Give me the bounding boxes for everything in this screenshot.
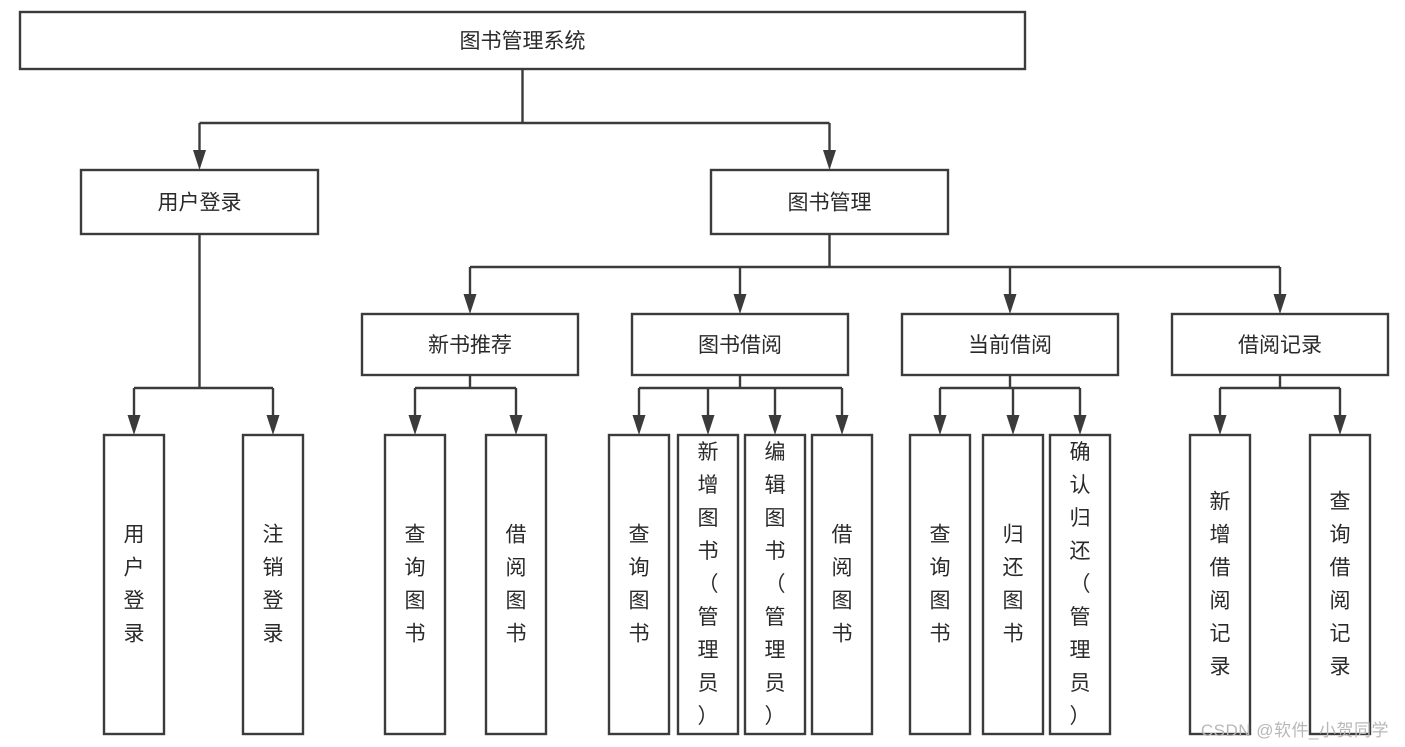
arrow-head-icon [1333, 415, 1347, 435]
node-root[interactable]: 图书管理系统 [18, 10, 1027, 71]
connector-layer [127, 69, 1347, 435]
node-box-leaf-query-book-2 [607, 433, 671, 736]
node-box-new-book-recommend [360, 312, 580, 377]
node-label-leaf-query-book-3: 查询图书 [930, 524, 951, 646]
node-box-borrow-record [1170, 312, 1390, 377]
arrow-head-icon [1213, 415, 1227, 435]
arrow-head-icon [733, 294, 747, 314]
node-label-leaf-borrow-book-1: 借阅图书 [506, 524, 527, 646]
node-label-leaf-add-book: 新增图书（管理员） [698, 441, 719, 728]
edge-group-book-borrow [632, 375, 849, 435]
node-leaf-confirm-return[interactable]: 确认归还（管理员） [1048, 433, 1112, 736]
arrow-head-icon [266, 415, 280, 435]
node-box-leaf-add-book [676, 433, 740, 736]
node-box-book-borrow [630, 312, 850, 377]
node-current-borrow[interactable]: 当前借阅 [900, 312, 1120, 377]
edge-group-book-management [463, 234, 1287, 314]
arrow-head-icon [1273, 294, 1287, 314]
node-box-leaf-logout [241, 433, 305, 736]
node-leaf-add-record[interactable]: 新增借阅记录 [1188, 433, 1252, 736]
node-label-book-management: 图书管理 [788, 192, 872, 215]
arrow-head-icon [1073, 415, 1087, 435]
edge-group-root [193, 69, 836, 170]
node-box-user-login [79, 168, 320, 236]
node-leaf-query-book-2[interactable]: 查询图书 [607, 433, 671, 736]
arrow-head-icon [127, 415, 141, 435]
arrow-head-icon [933, 415, 947, 435]
node-label-leaf-query-book-1: 查询图书 [405, 524, 426, 646]
node-box-root [18, 10, 1027, 71]
node-label-leaf-logout: 注销登录 [263, 524, 284, 646]
edge-group-new-book-recommend [408, 375, 523, 435]
node-box-leaf-confirm-return [1048, 433, 1112, 736]
node-box-current-borrow [900, 312, 1120, 377]
node-box-book-management [709, 168, 950, 236]
arrow-head-icon [1003, 294, 1017, 314]
node-label-leaf-return-book: 归还图书 [1003, 524, 1024, 646]
node-box-leaf-query-record [1308, 433, 1372, 736]
node-label-leaf-confirm-return: 确认归还（管理员） [1070, 441, 1091, 728]
node-label-root: 图书管理系统 [460, 30, 586, 53]
node-leaf-add-book[interactable]: 新增图书（管理员） [676, 433, 740, 736]
node-new-book-recommend[interactable]: 新书推荐 [360, 312, 580, 377]
arrow-head-icon [408, 415, 422, 435]
arrow-head-icon [632, 415, 646, 435]
node-borrow-record[interactable]: 借阅记录 [1170, 312, 1390, 377]
edge-group-current-borrow [933, 375, 1087, 435]
node-book-management[interactable]: 图书管理 [709, 168, 950, 236]
node-leaf-query-record[interactable]: 查询借阅记录 [1308, 433, 1372, 736]
arrow-head-icon [823, 150, 836, 170]
node-box-leaf-borrow-book-2 [810, 433, 874, 736]
node-label-leaf-user-login: 用户登录 [124, 524, 145, 646]
node-box-leaf-user-login [102, 433, 166, 736]
node-label-leaf-borrow-book-2: 借阅图书 [832, 524, 853, 646]
node-label-leaf-add-record: 新增借阅记录 [1210, 491, 1231, 679]
node-leaf-query-book-1[interactable]: 查询图书 [383, 433, 447, 736]
node-label-current-borrow: 当前借阅 [968, 334, 1052, 357]
node-box-leaf-borrow-book-1 [484, 433, 548, 736]
node-box-leaf-edit-book [743, 433, 807, 736]
node-leaf-borrow-book-2[interactable]: 借阅图书 [810, 433, 874, 736]
node-label-borrow-record: 借阅记录 [1238, 334, 1322, 357]
arrow-head-icon [193, 150, 206, 170]
node-box-leaf-add-record [1188, 433, 1252, 736]
node-label-leaf-query-book-2: 查询图书 [629, 524, 650, 646]
node-user-login[interactable]: 用户登录 [79, 168, 320, 236]
node-box-leaf-query-book-3 [908, 433, 972, 736]
node-book-borrow[interactable]: 图书借阅 [630, 312, 850, 377]
arrow-head-icon [768, 415, 782, 435]
arrow-head-icon [1006, 415, 1020, 435]
arrow-head-icon [701, 415, 715, 435]
node-leaf-logout[interactable]: 注销登录 [241, 433, 305, 736]
arrow-head-icon [463, 294, 477, 314]
node-layer: 图书管理系统用户登录图书管理新书推荐图书借阅当前借阅借阅记录用户登录注销登录查询… [18, 10, 1390, 736]
node-leaf-edit-book[interactable]: 编辑图书（管理员） [743, 433, 807, 736]
node-label-leaf-edit-book: 编辑图书（管理员） [765, 441, 786, 728]
arrow-head-icon [835, 415, 849, 435]
edge-group-borrow-record [1213, 375, 1347, 435]
node-box-leaf-query-book-1 [383, 433, 447, 736]
node-label-leaf-query-record: 查询借阅记录 [1330, 491, 1351, 679]
node-label-user-login: 用户登录 [158, 192, 242, 215]
node-leaf-borrow-book-1[interactable]: 借阅图书 [484, 433, 548, 736]
node-leaf-user-login[interactable]: 用户登录 [102, 433, 166, 736]
node-box-leaf-return-book [981, 433, 1045, 736]
edge-group-user-login [127, 234, 280, 435]
arrow-head-icon [509, 415, 523, 435]
node-leaf-query-book-3[interactable]: 查询图书 [908, 433, 972, 736]
node-leaf-return-book[interactable]: 归还图书 [981, 433, 1045, 736]
node-label-new-book-recommend: 新书推荐 [428, 334, 512, 357]
node-label-book-borrow: 图书借阅 [698, 334, 782, 357]
